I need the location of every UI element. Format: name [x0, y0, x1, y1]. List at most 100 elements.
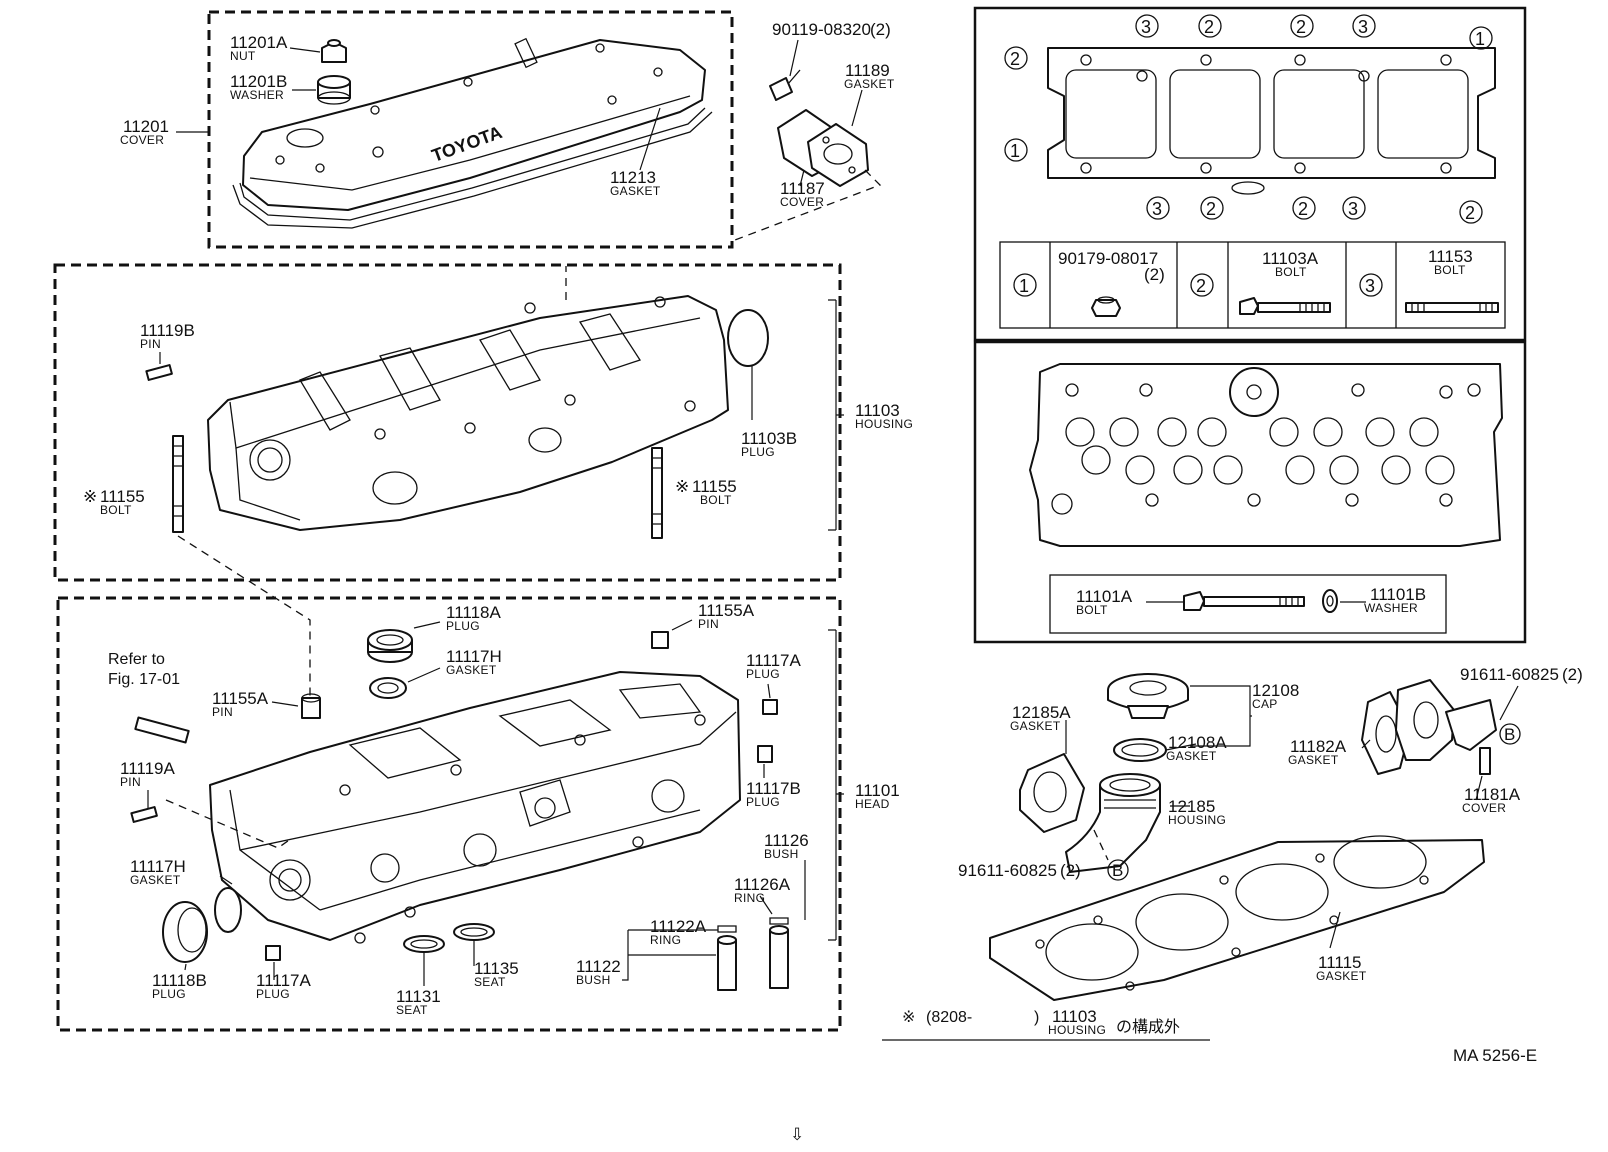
nut-90179-drawing	[1091, 296, 1121, 317]
label-11103: 11103	[855, 401, 900, 420]
bolt-11155-left-drawing	[172, 435, 184, 533]
pin-11155a-left-drawing	[301, 693, 321, 719]
ref-b-outlet-circle	[1499, 723, 1521, 745]
label-11201: 11201	[123, 117, 169, 136]
housing-11103-drawing	[207, 295, 729, 531]
label-11101-name: HEAD	[855, 797, 890, 811]
label-12108a: 12108A	[1168, 733, 1227, 752]
refer-line2: Fig. 17-01	[108, 671, 180, 688]
label-11135-name: SEAT	[474, 975, 506, 989]
plug-11118a-drawing	[367, 629, 413, 663]
label-11119a: 11119A	[120, 759, 175, 778]
bolt-11103a-drawing	[1239, 297, 1331, 315]
callouts-bottom: 3 2 2 3 2	[1146, 196, 1483, 224]
label-11155-right-name: BOLT	[700, 493, 732, 507]
label-11118a: 11118A	[446, 603, 501, 622]
head-panel-frame	[973, 340, 1527, 644]
label-11155a-right-name: PIN	[698, 617, 719, 631]
label-11117a-right-name: PLUG	[746, 667, 780, 681]
manifold-gasket-drawing	[1047, 47, 1496, 195]
footnote-name: HOUSING	[1048, 1023, 1106, 1037]
cap-12108-drawing	[1107, 673, 1189, 719]
callout-bottom-5: 2	[1465, 203, 1475, 223]
head-top-view-drawing	[1029, 363, 1503, 547]
label-11117a-right: 11117A	[746, 651, 801, 670]
ref-b-outlet: B	[1504, 725, 1515, 744]
bolt-11155-right-drawing	[651, 447, 663, 539]
legend-mark-1: 1	[1019, 276, 1029, 296]
callouts-top: 3 2 2 3 1 2 1	[1004, 14, 1493, 162]
label-11117h-left: 11117H	[130, 857, 186, 876]
label-11103b-name: PLUG	[741, 445, 775, 459]
label-11103b: 11103B	[741, 429, 797, 448]
label-11115: 11115	[1318, 953, 1362, 972]
label-11155a-left: 11155A	[212, 689, 269, 708]
label-11118b-name: PLUG	[152, 987, 186, 1001]
side-cover-group: 90119-08320 (2) 11189 GASKET 11187 COVER	[734, 20, 895, 241]
label-11115-name: GASKET	[1316, 969, 1367, 983]
label-11201a-name: NUT	[230, 49, 256, 63]
legend-name-2: BOLT	[1275, 265, 1307, 279]
label-11101b: 11101B	[1370, 585, 1426, 604]
bolt-11153-drawing	[1405, 302, 1499, 313]
label-11126a-name: RING	[734, 891, 765, 905]
next-page-arrow-icon[interactable]: ⇩	[790, 1125, 804, 1144]
washer-11101b-drawing	[1322, 589, 1338, 613]
label-11131-name: SEAT	[396, 1003, 428, 1017]
gasket-11115-drawing	[989, 835, 1485, 1001]
label-11213-name: GASKET	[610, 184, 661, 198]
ref-b-filler-circle	[1107, 859, 1129, 881]
label-90119: 90119-08320	[772, 20, 871, 39]
plug-11117b-drawing	[757, 745, 773, 763]
gasket-11117h-left-drawing	[214, 887, 242, 933]
label-11155-right-mark: ※	[675, 477, 689, 496]
label-11118a-name: PLUG	[446, 619, 480, 633]
bush-11122-drawing	[717, 925, 737, 991]
housing-12185-drawing	[1065, 773, 1161, 873]
pin-11155a-right-drawing	[651, 631, 669, 649]
cylinder-head-frame	[56, 596, 842, 1032]
label-12185-name: HOUSING	[1168, 813, 1226, 827]
label-12185a-name: GASKET	[1010, 719, 1061, 733]
legend-number-1: 90179-08017	[1058, 249, 1158, 268]
label-11117h-left-name: GASKET	[130, 873, 181, 887]
nut-11201a-drawing	[321, 39, 347, 63]
label-11101: 11101	[855, 781, 900, 800]
label-11155-left-mark: ※	[83, 487, 97, 506]
washer-11201b-drawing	[317, 75, 351, 105]
callout-left-mid: 1	[1010, 141, 1020, 161]
label-11126-name: BUSH	[764, 847, 799, 861]
bush-11126-drawing	[769, 917, 789, 989]
water-outlet-group: B 91611-60825 (2) 11182A GASKET 11181A C…	[1288, 665, 1583, 815]
figure-code: MA 5256-E	[1453, 1046, 1537, 1065]
callout-top-3: 2	[1296, 17, 1306, 37]
gasket-12185a-drawing	[1019, 753, 1085, 833]
label-11135: 11135	[474, 959, 519, 978]
label-11126a: 11126A	[734, 875, 791, 894]
valve-cover-drawing: TOYOTA	[232, 37, 713, 229]
seat-11131-drawing	[403, 935, 445, 953]
label-11187-name: COVER	[780, 195, 824, 209]
bolt-90119-drawing	[769, 69, 801, 101]
cam-housing-frame	[53, 263, 842, 582]
label-11122-name: BUSH	[576, 973, 611, 987]
label-11182a-name: GASKET	[1288, 753, 1339, 767]
label-11122a-name: RING	[650, 933, 681, 947]
label-11201b-name: WASHER	[230, 88, 284, 102]
callout-top-4: 3	[1358, 17, 1368, 37]
label-12108a-name: GASKET	[1166, 749, 1217, 763]
label-11118b: 11118B	[152, 971, 207, 990]
label-11103-name: HOUSING	[855, 417, 913, 431]
bolt-11101a-drawing	[1183, 591, 1305, 611]
ref-b-filler: B	[1112, 861, 1123, 880]
footnote-close: )	[1034, 1009, 1039, 1026]
head-gasket-group: 11115 GASKET	[989, 835, 1485, 1001]
refer-line1: Refer to	[108, 651, 165, 668]
callout-bottom-3: 2	[1298, 199, 1308, 219]
gasket-11117h-top-drawing	[369, 677, 407, 699]
pin-11119a-drawing	[130, 806, 158, 823]
label-11181a: 11181A	[1464, 785, 1521, 804]
label-11117b: 11117B	[746, 779, 801, 798]
label-11182a: 11182A	[1290, 737, 1347, 756]
label-11117a-bottom-name: PLUG	[256, 987, 290, 1001]
